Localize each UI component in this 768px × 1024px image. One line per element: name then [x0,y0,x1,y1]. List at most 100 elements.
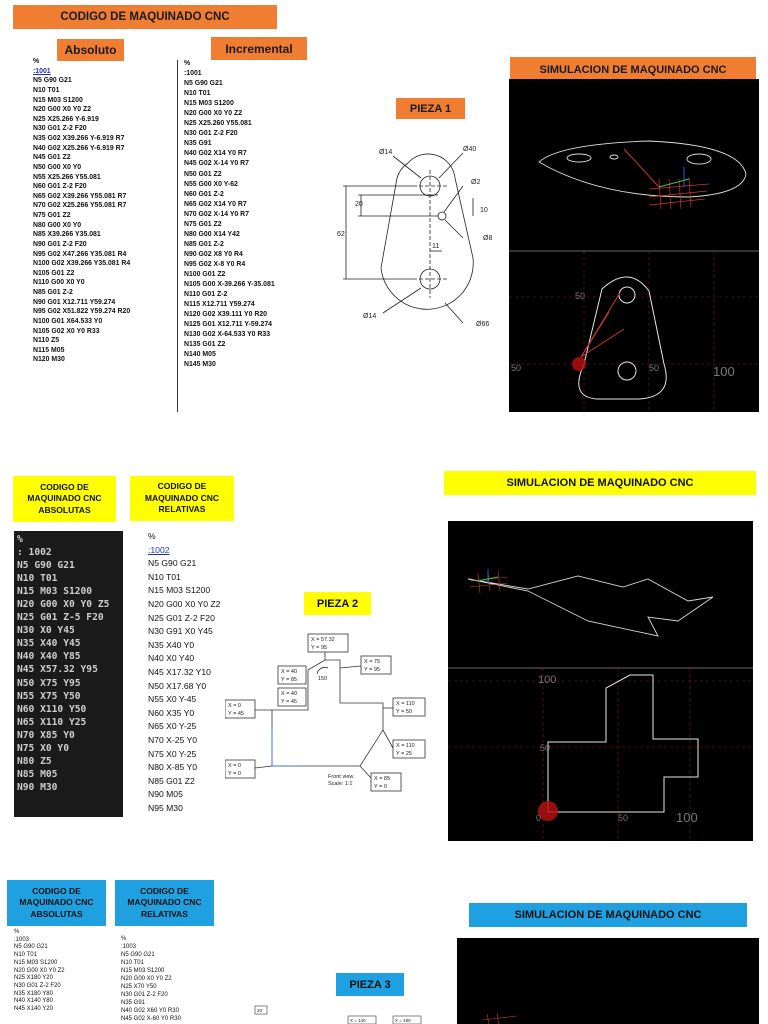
p2-tag-y85: Y = 85 [281,677,297,683]
code-line: N5 G90 G21 [148,558,197,569]
pieza-2-drawing: X = 57.32 Y = 95 X = 40 Y = 85 X = 75 Y … [225,633,426,792]
code-line: N110 G01 Z-2 [184,291,228,299]
pieza-1-drawing: Ø14 Ø40 Ø2 20 10 62 11 Ø8 Ø14 Ø66 [337,146,492,328]
code-line: N80 X-85 Y0 [148,762,198,773]
sim1-axis-100: 100 [713,364,735,379]
code-line: N10 T01 [14,952,37,959]
sim2-axis-50a: 50 [540,743,550,753]
p2-tag-y0b: Y = 0 [374,784,387,790]
rel-label-3: CODIGO DE MAQUINADO CNC RELATIVAS [115,880,214,926]
p2-tag-x0a: X = 0 [228,703,241,709]
main-title: CODIGO DE MAQUINADO CNC [13,5,277,29]
code-line: N55 X0 Y-45 [148,694,197,705]
code-line: N90 G02 X8 Y0 R4 [184,250,243,258]
code-line: N40 X140 Y80 [14,998,53,1005]
code-line: N10 T01 [184,90,211,98]
code-line: N30 G91 X0 Y45 [148,626,213,637]
code-line: N25 X70 Y50 [121,984,157,990]
sim-2-label: SIMULACION DE MAQUINADO CNC [444,471,756,495]
sim1-axis-50b: 50 [511,363,521,373]
p2-tag-y25: Y = 25 [396,751,412,757]
code-line: N50 G00 X0 Y0 [33,163,82,171]
code-line: N95 G02 X51.822 Y59.274 R20 [33,308,131,316]
code-line: N115 M05 [33,346,65,354]
code-line: N95 G02 X47.266 Y35.081 R4 [33,250,127,258]
pieza-1-label: PIEZA 1 [396,98,465,119]
code-line: N30 G01 Z-2 F20 [33,125,87,133]
simulation-3-panel [457,938,759,1024]
code-line: N35 G91 [184,140,212,148]
p2-tag-x5732: X = 57.32 [311,637,335,643]
code-line: N130 G02 X-64.533 Y0 R33 [184,331,271,339]
p2-tag-y95b: Y = 95 [364,667,380,673]
incremental-label: Incremental [211,37,307,60]
code-line: N50 X75 Y95 [17,677,81,689]
code-line: N70 G02 X-14 Y0 R7 [184,210,249,218]
code-line: N80 Z5 [17,755,52,767]
abs-label-3: CODIGO DE MAQUINADO CNC ABSOLUTAS [7,880,106,926]
dim-d14-top: Ø14 [379,149,392,156]
code-line: N120 M30 [33,356,65,364]
code-line: N85 M05 [17,768,58,780]
sim2-axis-0: 0 [536,813,541,823]
code-line: N5 G90 G21 [33,77,72,85]
code-line: N90 G01 Z-2 F20 [33,240,87,248]
code-line: N65 G02 X39.266 Y55.081 R7 [33,192,127,200]
code-line: N105 G00 X-39.266 Y-35.081 [184,281,275,289]
dim-20: 20 [355,201,363,208]
code-line: N135 G01 Z2 [184,341,226,349]
sim2-axis-100b: 100 [676,810,698,825]
code-line: N40 G02 X60 Y0 R30 [121,1008,179,1014]
sim1-axis-50c: 50 [649,363,659,373]
code-line: :1001 [33,67,51,75]
absolute-label: Absoluto [57,39,124,61]
dim-d14-bottom: Ø14 [363,313,376,320]
code-line: N75 X0 Y0 [17,742,69,754]
code-line: N55 X75 Y50 [17,690,81,702]
p3-tag-x180: X = 180 [395,1018,411,1023]
code-line: :1003 [121,944,137,950]
code-line: N35 X180 Y80 [14,990,53,997]
code-line: N5 G90 G21 [14,944,48,951]
code-line: N140 M05 [184,351,216,359]
code-line: N50 X17.68 Y0 [148,680,207,691]
code-line: N65 G02 X14 Y0 R7 [184,200,247,208]
dim-11: 11 [432,243,439,250]
code-line: N80 G00 X0 Y0 [33,221,82,229]
code-line: N85 G01 Z2 [148,775,195,786]
code-line: N35 X40 Y0 [148,639,195,650]
p2-angle: 150 [318,676,327,682]
code-line: N25 X25.260 Y55.081 [184,120,252,128]
dim-10: 10 [480,207,488,214]
code-line: N15 M03 S1200 [184,100,234,108]
code-line: N30 X0 Y45 [17,625,75,637]
code-line: N50 G01 Z2 [184,170,222,178]
code-line: N60 X110 Y50 [17,703,87,715]
sim2-axis-50b: 50 [618,813,628,823]
code-line: N60 G01 Z-2 [184,190,224,198]
code-line: N45 G02 X-14 Y0 R7 [184,160,249,168]
code-line: N15 M03 S1200 [121,968,165,974]
dim-d2: Ø2 [471,179,480,186]
code-line: N10 T01 [33,86,60,94]
code-line: N5 G90 G21 [17,560,75,572]
code-line: :1003 [14,936,30,943]
code-line: N10 T01 [121,960,144,966]
code-line: N65 X0 Y-25 [148,721,197,732]
code-line: N45 X57.32 Y95 [17,664,98,676]
code-line: N20 G00 X0 Y0 Z5 [17,599,110,611]
dim-d8: Ø8 [483,235,492,242]
abs-label-2: CODIGO DE MAQUINADO CNC ABSOLUTAS [13,476,116,522]
code-line: N90 M30 [17,781,58,793]
code-line: N25 X180 Y20 [14,975,53,982]
code-line: N105 G02 X0 Y0 R33 [33,327,100,335]
code-line: N145 M30 [184,361,216,369]
code-line: % [121,936,127,942]
code-line: N35 G91 [121,1000,146,1006]
p3-tag-x140: X = 140 [350,1018,366,1023]
